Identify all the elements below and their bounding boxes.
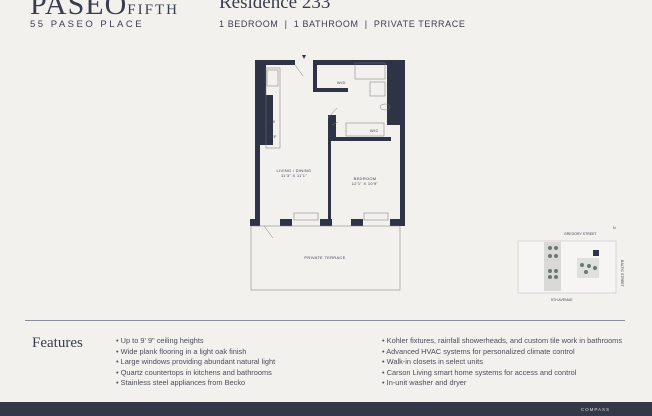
feature-item: In-unit washer and dryer [382,378,622,389]
dw-label: DW [268,119,275,124]
bedroom-label: BEDROOM [354,176,377,181]
ref-label: REF [268,134,277,139]
features-list-left: Up to 9' 9" ceiling heights Wide plank f… [116,336,276,389]
residence-specs: 1 BEDROOM | 1 BATHROOM | PRIVATE TERRACE [219,19,466,29]
street-top: GREGORY STREET [564,232,597,236]
feature-item: Carson Living smart home systems for acc… [382,368,622,379]
feature-item: Wide plank flooring in a light oak finis… [116,347,275,358]
address: 55 PASEO PLACE [30,19,145,30]
wic-label: WIC [370,128,379,133]
wd-label: W/D [337,80,346,85]
divider [25,320,625,321]
north-indicator: N [613,226,616,230]
living-dims: 11'3" X 11'1" [281,173,307,178]
feature-item: Walk-in closets in select units [382,357,622,368]
feature-item: Kohler fixtures, rainfall showerheads, a… [382,336,622,347]
features-title: Features [32,335,83,351]
entry-marker-icon [302,55,306,59]
walls [250,60,405,226]
brand-logo: PASEOFIFTH [30,0,179,22]
bedroom-dims: 12'1" X 10'9" [352,181,379,186]
feature-item: Large windows providing abundant natural… [116,357,276,368]
street-right: BALTIC STREET [620,260,624,288]
brand-suffix: FIFTH [127,2,179,18]
feature-item: Quartz countertops in kitchens and bathr… [116,368,275,379]
feature-item: Up to 9' 9" ceiling heights [116,336,275,347]
brand-name: PASEO [30,0,128,21]
compass-logo: COMPASS [580,407,610,412]
feature-item: Stainless steel appliances from Becko [116,378,275,389]
street-bottom: 5TH AVENUE [551,298,573,302]
floor-plan: W/D DW REF WIC LIVING / DINING 11'3" X 1… [250,55,624,302]
terrace-label: PRIVATE TERRACE [304,255,345,260]
residence-title: Residence 233 [219,0,331,13]
feature-item: Advanced HVAC systems for personalized c… [382,347,622,358]
features-list-right: Kohler fixtures, rainfall showerheads, a… [382,336,622,389]
footer-bar: COMPASS [0,402,652,416]
site-map: GREGORY STREET BALTIC STREET 5TH AVENUE … [517,226,624,302]
living-label: LIVING / DINING [277,168,312,173]
fixtures [250,62,401,291]
